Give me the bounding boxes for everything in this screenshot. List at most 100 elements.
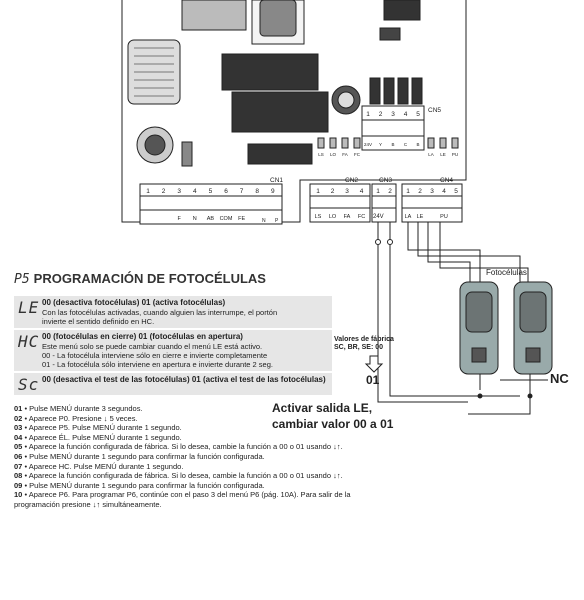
relay-1 (221, 53, 319, 91)
led-label: FC (354, 152, 361, 157)
menu-code: Sc (18, 375, 40, 394)
cn1-pin-number: 1 (146, 188, 150, 195)
cn3-label: CN3 (379, 177, 392, 184)
relay-block (181, 0, 247, 31)
cn1-terminal: AB (207, 216, 215, 222)
cn5-terminal: C (404, 142, 408, 147)
relay-2 (231, 91, 329, 133)
cn1-pin-number: 8 (255, 188, 259, 195)
cn4-terminal: PU (440, 214, 448, 220)
cn1-terminal: COM (220, 216, 233, 222)
cn5-pin-number: 5 (416, 111, 420, 118)
cn2-terminal: FA (344, 214, 351, 220)
step-item: 09 • Pulse MENÚ durante 1 segundo para c… (14, 480, 265, 490)
cn5-label: CN5 (428, 107, 441, 114)
led-label: LE (440, 152, 446, 157)
step-item: 01 • Pulse MENÚ durante 3 segundos. (14, 404, 143, 413)
menu-code: LE (18, 298, 40, 317)
menu-table: LE 00 (desactiva fotocélulas) 01 (activa… (14, 296, 332, 397)
cn4-pin-number: 4 (442, 188, 446, 195)
cn4-pin-number: 2 (418, 188, 422, 195)
cn3-term: 24V (373, 214, 384, 220)
cn2-terminal: LS (315, 214, 322, 220)
step-item: 06 • Pulse MENÚ durante 1 segundo para c… (14, 451, 265, 461)
led-label: LS (318, 152, 324, 157)
cn2-pin-number: 3 (345, 188, 349, 195)
factory-label: Valores de fábrica (334, 336, 394, 343)
menu-desc-line: invierte el sentido definido en HC. (42, 317, 155, 326)
menu-row-le: LE 00 (desactiva fotocélulas) 01 (activa… (14, 296, 332, 328)
cn2-pin-number: 1 (316, 188, 320, 195)
led-label: PU (452, 152, 458, 157)
menu-row-hc: HC 00 (fotocélulas en cierre) 01 (fotocé… (14, 330, 332, 371)
cn1-pin-number: 3 (177, 188, 181, 195)
cn1-pin-number: 7 (240, 188, 244, 195)
step-item: 03 • Aparece P5. Pulse MENÚ durante 1 se… (14, 423, 182, 433)
note-line: cambiar valor 00 a 01 (272, 417, 394, 431)
cn5-terminal: 24V (364, 142, 372, 147)
cn2-terminal: LO (329, 214, 337, 220)
menu-desc-line: 01 - La fotocélula sólo interviene en ap… (42, 360, 273, 369)
step-item: 10 • Aparece P6. Para programar P6, cont… (14, 490, 351, 500)
cn5-terminal: Y (379, 142, 382, 147)
cn4-pin-number: 3 (430, 188, 434, 195)
np-p: P (275, 218, 279, 224)
cn1-label: CN1 (270, 177, 283, 184)
cn5-pin-number: 3 (391, 111, 395, 118)
cn1-pin-number: 4 (193, 188, 197, 195)
cn1-terminal: F (178, 216, 182, 222)
led-label: LO (330, 152, 337, 157)
cn1-terminal: N (193, 216, 197, 222)
cn5-pin-number: 2 (379, 111, 383, 118)
menu-desc-line: Este menú solo se puede cambiar cuando e… (42, 342, 263, 351)
menu-title: 00 (desactiva el test de las fotocélulas… (42, 375, 326, 384)
cn2-label: CN2 (345, 177, 358, 184)
np-n: N (262, 218, 266, 224)
cn4-pin-number: 5 (454, 188, 458, 195)
factory-values: Valores de fábrica SC, BR, SE: 00 (334, 336, 404, 352)
cn4-label: CN4 (440, 177, 453, 184)
step-item: 08 • Aparece la función configurada de f… (14, 471, 343, 481)
cn2-terminal: FC (358, 214, 365, 220)
steps-list: 01 • Pulse MENÚ durante 3 segundos. 02 •… (14, 404, 404, 510)
cn4-pin-number: 1 (406, 188, 410, 195)
board-outline (121, 0, 467, 223)
photocells-label: Fotocélulas (486, 268, 527, 277)
chip-top (383, 0, 421, 21)
cn1-pin-number: 2 (162, 188, 166, 195)
cn2-pin-number: 2 (331, 188, 335, 195)
note-line: Activar salida LE, (272, 401, 373, 415)
cn3-pin-number: 2 (388, 188, 392, 195)
nc-label: NC (550, 371, 569, 386)
cn1-pin-number: 5 (209, 188, 213, 195)
cn5-terminal: B (416, 142, 419, 147)
step-item: 04 • Aparece ÉL. Pulse MENÚ durante 1 se… (14, 432, 182, 442)
step-item: 05 • Aparece la función configurada de f… (14, 442, 343, 452)
cn2-pin-number: 4 (360, 188, 364, 195)
cn4-terminal: LA (405, 214, 412, 220)
led-label: LA (428, 152, 434, 157)
factory-models: SC, BR, SE: 00 (334, 344, 384, 351)
cn5-pin-number: 1 (366, 111, 370, 118)
cn5-terminal: B (391, 142, 394, 147)
menu-desc-line: Con las fotocélulas activadas, cuando al… (42, 308, 278, 317)
factory-value: 01 (366, 373, 380, 387)
step-item: 02 • Aparece P0. Presione ↓ 5 veces. (14, 413, 138, 423)
note-annotation: Activar salida LE, cambiar valor 00 a 01 (272, 400, 393, 432)
step-item: programación presione ↓↑ simultáneamente… (14, 499, 162, 509)
cn1-terminal: FE (238, 216, 245, 222)
cn4-terminal: LE (417, 214, 424, 220)
cn3-pin-number: 1 (376, 188, 380, 195)
led-label: FA (342, 152, 348, 157)
cn1-pin-number: 6 (224, 188, 228, 195)
menu-title: 00 (desactiva fotocélulas) 01 (activa fo… (42, 298, 226, 307)
cn1-pin-number: 9 (271, 188, 275, 195)
menu-row-sc: Sc 00 (desactiva el test de las fotocélu… (14, 373, 332, 395)
menu-title: 00 (fotocélulas en cierre) 01 (fotocélul… (42, 332, 243, 341)
menu-desc-line: 00 - La fotocélula interviene sólo en ci… (42, 351, 268, 360)
section-code: P5 (14, 272, 30, 287)
section-title-text: PROGRAMACIÓN DE FOTOCÉLULAS (33, 271, 266, 286)
cn5-pin-number: 4 (404, 111, 408, 118)
